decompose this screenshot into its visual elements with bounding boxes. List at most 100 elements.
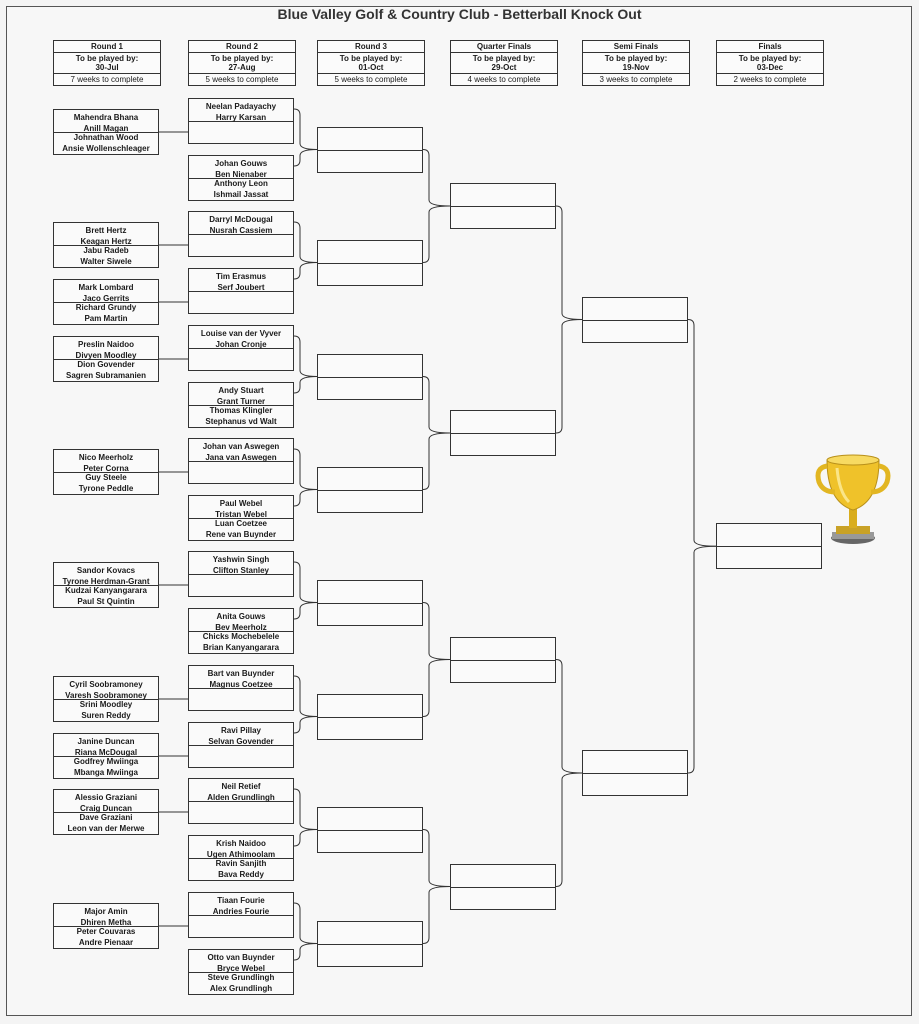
bracket-connector: [293, 108, 318, 150]
player-name: Anill Magan: [83, 124, 129, 133]
player-name: Suren Reddy: [81, 711, 131, 720]
player-name: Tiaan Fourie: [217, 896, 265, 905]
player-name: Brett Hertz: [85, 226, 127, 235]
bracket-connector: [293, 376, 318, 394]
player-name: Steve Grundlingh: [207, 973, 275, 982]
player-name: Ansie Wollenschleager: [62, 144, 150, 153]
player-name: Andre Pienaar: [78, 938, 134, 947]
bracket-connector: [293, 561, 318, 603]
team-slot-top: [583, 751, 687, 774]
player-name: Harry Karsan: [215, 113, 267, 122]
team-slot-top: [451, 411, 555, 434]
round-name: Quarter Finals: [451, 41, 557, 53]
player-name: Ishmail Jassat: [213, 190, 269, 199]
team-slot-top: [451, 865, 555, 888]
player-name: Rene van Buynder: [205, 530, 277, 539]
bracket-connector: [293, 335, 318, 377]
player-name: Jabu Radeb: [83, 246, 129, 255]
player-name: Anita Gouws: [216, 612, 266, 621]
team-slot-top: [318, 128, 422, 151]
play-by-date: 19-Nov: [622, 63, 650, 72]
player-name: Grant Turner: [216, 397, 266, 406]
bracket-connector: [422, 376, 451, 434]
round3-match: [317, 239, 423, 286]
player-name: Jana van Aswegen: [205, 453, 277, 462]
play-by-date: 27-Aug: [228, 63, 256, 72]
play-by-label: To be played by:: [738, 54, 802, 63]
team-slot-top: [318, 355, 422, 378]
player-name: Krish Naidoo: [216, 839, 266, 848]
round3-match: [317, 920, 423, 967]
weeks-to-complete: 5 weeks to complete: [318, 73, 424, 85]
bracket-connector: [422, 205, 451, 263]
play-by-date: 01-Oct: [358, 63, 384, 72]
bracket-connector: [293, 602, 318, 620]
player-name: Richard Grundy: [75, 303, 137, 312]
page-title: Blue Valley Golf & Country Club - Better…: [277, 6, 642, 22]
player-name: Preslin Naidoo: [77, 340, 134, 349]
player-name: Mahendra Bhana: [73, 113, 139, 122]
bracket-connector: [687, 319, 717, 547]
bracket-sheet: [6, 6, 912, 1016]
player-name: Mark Lombard: [78, 283, 134, 292]
team-slot-top: [318, 922, 422, 945]
round3-match: [317, 126, 423, 173]
player-name: Riana McDougal: [74, 748, 138, 757]
play-by-label: To be played by:: [604, 54, 668, 63]
play-by-date: 03-Dec: [756, 63, 784, 72]
player-name: Dion Govender: [77, 360, 135, 369]
quarter-final-match: [450, 410, 556, 456]
bracket-connector: [293, 788, 318, 830]
player-name: Johnathan Wood: [73, 133, 139, 142]
round-name: Round 2: [189, 41, 295, 53]
play-by-label: To be played by:: [75, 54, 139, 63]
bracket-connector: [293, 829, 318, 847]
player-name: Selvan Govender: [208, 737, 274, 746]
player-name: Paul St Quintin: [77, 597, 135, 606]
team-slot-top: [717, 524, 821, 548]
round-name: Finals: [717, 41, 823, 53]
player-name: Major Amin: [84, 907, 128, 916]
player-name: Pam Martin: [84, 314, 128, 323]
semi-final-match: [582, 750, 688, 796]
bracket-connector: [555, 319, 583, 434]
player-name: Anthony Leon: [214, 179, 268, 188]
play-by-label: To be played by:: [339, 54, 403, 63]
player-name: Clifton Stanley: [212, 566, 269, 575]
bracket-connector: [293, 489, 318, 507]
bracket-connector: [422, 432, 451, 490]
player-name: Alex Grundlingh: [209, 984, 273, 993]
round-name: Round 1: [54, 41, 160, 53]
weeks-to-complete: 3 weeks to complete: [583, 73, 689, 85]
